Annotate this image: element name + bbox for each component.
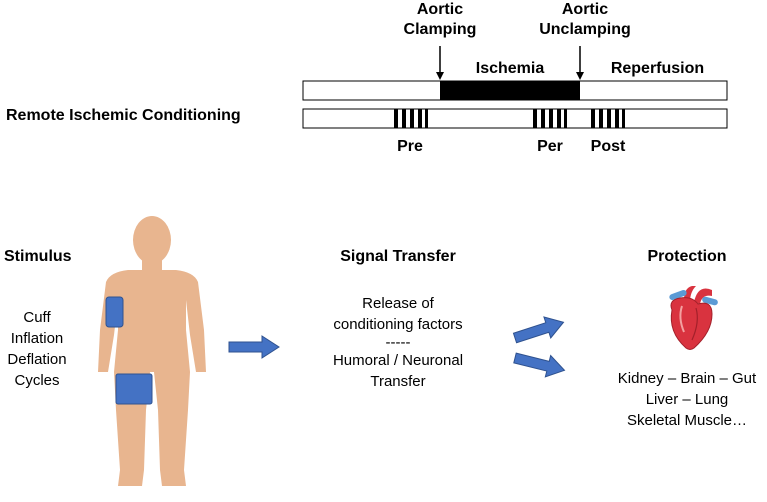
stimulus-line: Cycles — [14, 372, 60, 389]
signal-line: conditioning factors — [333, 316, 463, 333]
aortic-unclamping-label: Aortic Unclamping — [530, 0, 640, 40]
signal-line: Humoral / Neuronal — [332, 352, 464, 369]
per-conditioning-cycles — [533, 109, 567, 128]
organ-line: Skeletal Muscle… — [626, 412, 748, 429]
remote-ischemic-conditioning-label: Remote Ischemic Conditioning — [6, 107, 241, 124]
signal-transfer-description: Release of conditioning factors ----- Hu… — [318, 293, 478, 392]
stimulus-line: Deflation — [7, 351, 67, 368]
human-body-icon — [98, 216, 206, 486]
aortic-unclamping-line-2: Unclamping — [539, 21, 631, 38]
phase-pre-label: Pre — [397, 138, 423, 155]
phase-post-label: Post — [590, 138, 626, 155]
arrow-down-right-icon — [513, 352, 566, 378]
stimulus-line: Cuff — [23, 309, 51, 326]
unclamping-arrowhead — [576, 72, 584, 80]
stimulus-line: Inflation — [10, 330, 64, 347]
ischemia-segment — [440, 81, 580, 100]
ischemia-label: Ischemia — [475, 60, 545, 77]
arrow-right-icon — [228, 335, 280, 359]
aortic-unclamping-line-1: Aortic — [561, 1, 609, 18]
signal-line: ----- — [385, 334, 411, 351]
organ-line: Kidney – Brain – Gut — [617, 370, 757, 387]
leg-cuff-icon — [115, 373, 153, 405]
signal-line: Release of — [362, 295, 434, 312]
stimulus-description: Cuff Inflation Deflation Cycles — [0, 307, 78, 391]
phase-per-label: Per — [537, 138, 563, 155]
stimulus-title: Stimulus — [4, 248, 72, 265]
aortic-clamping-line-2: Clamping — [403, 21, 477, 38]
protection-title: Protection — [647, 248, 727, 265]
signal-transfer-title: Signal Transfer — [340, 248, 456, 265]
post-conditioning-cycles — [591, 109, 625, 128]
conditioning-timeline-bar — [302, 108, 728, 129]
aortic-clamping-label: Aortic Clamping — [395, 0, 485, 40]
clamping-arrowhead — [436, 72, 444, 80]
arrow-up-right-icon — [512, 316, 565, 344]
pre-conditioning-cycles — [394, 109, 428, 128]
organ-line: Liver – Lung — [645, 391, 729, 408]
arm-cuff-icon — [105, 296, 124, 328]
protected-organs-list: Kidney – Brain – Gut Liver – Lung Skelet… — [606, 368, 767, 431]
aortic-clamping-line-1: Aortic — [416, 1, 464, 18]
signal-line: Transfer — [370, 373, 426, 390]
heart-icon — [669, 286, 718, 350]
reperfusion-label: Reperfusion — [610, 60, 705, 77]
